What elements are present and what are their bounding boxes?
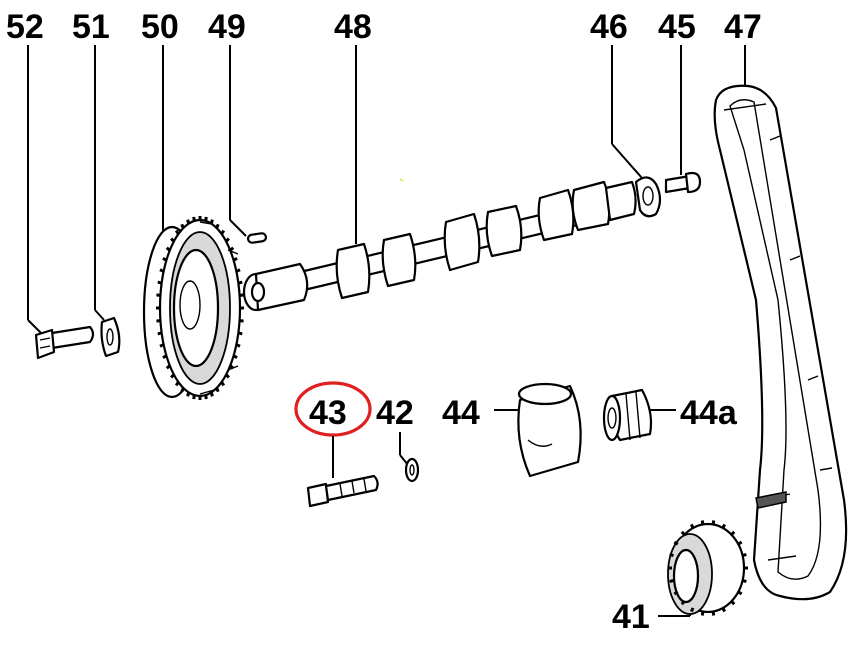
callout-49[interactable]: 49 bbox=[208, 8, 246, 46]
crankshaft-pulley-41[interactable] bbox=[667, 520, 748, 616]
gear-tooth bbox=[170, 373, 175, 379]
gear-tooth bbox=[673, 590, 679, 596]
gear-tooth bbox=[156, 319, 161, 323]
gear-tooth bbox=[186, 392, 191, 397]
gear-tooth bbox=[742, 578, 747, 583]
gear-tooth bbox=[192, 216, 196, 222]
gear-tooth bbox=[239, 319, 244, 323]
gear-tooth bbox=[220, 229, 226, 235]
washer-46[interactable] bbox=[634, 176, 662, 218]
camshaft-pulley-50[interactable] bbox=[142, 216, 244, 400]
key-49[interactable] bbox=[246, 232, 268, 244]
callout-48[interactable]: 48 bbox=[334, 8, 372, 46]
gear-tooth bbox=[730, 530, 736, 536]
mark bbox=[399, 178, 404, 182]
callout-50[interactable]: 50 bbox=[141, 8, 179, 46]
gear-tooth bbox=[730, 600, 736, 606]
gear-tooth bbox=[239, 293, 244, 297]
gear-tooth bbox=[711, 520, 716, 525]
gear-tooth bbox=[162, 354, 168, 360]
gear-tooth bbox=[235, 268, 241, 273]
callout-47[interactable]: 47 bbox=[724, 8, 762, 46]
gear-tooth bbox=[192, 394, 196, 400]
gear-tooth bbox=[174, 229, 180, 235]
gear-tooth bbox=[737, 540, 743, 546]
gear-tooth bbox=[159, 343, 165, 348]
gear-tooth bbox=[165, 246, 171, 252]
bolt-45[interactable] bbox=[664, 171, 702, 194]
gear-tooth bbox=[215, 387, 220, 393]
callout-52[interactable]: 52 bbox=[6, 8, 44, 46]
gear-tooth bbox=[669, 578, 674, 583]
callout-44a[interactable]: 44a bbox=[680, 394, 738, 432]
gear-tooth bbox=[204, 216, 208, 222]
callout-44[interactable]: 44 bbox=[442, 394, 480, 432]
gear-tooth bbox=[156, 293, 161, 297]
callout-41[interactable]: 41 bbox=[612, 598, 650, 636]
gear-tooth bbox=[673, 540, 679, 546]
gear-tooth bbox=[669, 553, 674, 558]
callout-46[interactable]: 46 bbox=[590, 8, 628, 46]
gear-tooth bbox=[235, 343, 241, 348]
gear-tooth bbox=[721, 523, 726, 529]
gear-tooth bbox=[170, 237, 175, 243]
gear-tooth bbox=[215, 223, 220, 229]
tensioner-roller-44[interactable] bbox=[517, 382, 582, 478]
gear-tooth bbox=[237, 331, 243, 336]
gear-tooth bbox=[237, 280, 243, 285]
gear-tooth bbox=[700, 520, 705, 525]
bolt-52[interactable] bbox=[34, 325, 95, 360]
gear-tooth bbox=[180, 223, 185, 229]
gear-tooth bbox=[209, 219, 214, 224]
gear-tooth bbox=[229, 246, 235, 252]
gear-tooth bbox=[737, 590, 743, 596]
washer-51[interactable] bbox=[100, 316, 121, 358]
gear-tooth bbox=[157, 331, 163, 336]
camshaft-48[interactable] bbox=[242, 180, 637, 312]
gear-tooth bbox=[209, 392, 214, 397]
gear-tooth bbox=[165, 364, 171, 370]
gear-tooth bbox=[162, 256, 168, 262]
highlight-circle bbox=[294, 381, 372, 437]
gear-tooth bbox=[232, 354, 238, 360]
callout-42[interactable]: 42 bbox=[376, 394, 414, 432]
gear-tooth bbox=[680, 530, 686, 536]
gear-tooth bbox=[700, 611, 705, 616]
callout-43[interactable]: 43 bbox=[309, 394, 347, 432]
gear-tooth bbox=[225, 237, 230, 243]
gear-tooth bbox=[174, 381, 180, 387]
gear-tooth bbox=[232, 256, 238, 262]
roller-44a[interactable] bbox=[602, 388, 653, 442]
gear-tooth bbox=[680, 600, 686, 606]
gear-tooth bbox=[159, 268, 165, 273]
callout-51[interactable]: 51 bbox=[72, 8, 110, 46]
gear-tooth bbox=[204, 394, 208, 400]
gear-tooth bbox=[742, 553, 747, 558]
gear-tooth bbox=[721, 607, 726, 613]
gear-tooth bbox=[186, 219, 191, 224]
timing-belt-47[interactable] bbox=[713, 84, 848, 601]
bolt-43[interactable] bbox=[306, 474, 379, 508]
gear-tooth bbox=[711, 611, 716, 616]
gear-tooth bbox=[180, 387, 185, 393]
washer-42[interactable] bbox=[404, 457, 420, 483]
gear-tooth bbox=[690, 607, 695, 613]
gear-tooth bbox=[690, 523, 695, 529]
leader-lines bbox=[27, 45, 746, 617]
gear-tooth bbox=[157, 280, 163, 285]
callout-45[interactable]: 45 bbox=[658, 8, 696, 46]
gear-tooth bbox=[229, 364, 235, 370]
gear-tooth bbox=[220, 381, 226, 387]
gear-tooth bbox=[225, 373, 230, 379]
